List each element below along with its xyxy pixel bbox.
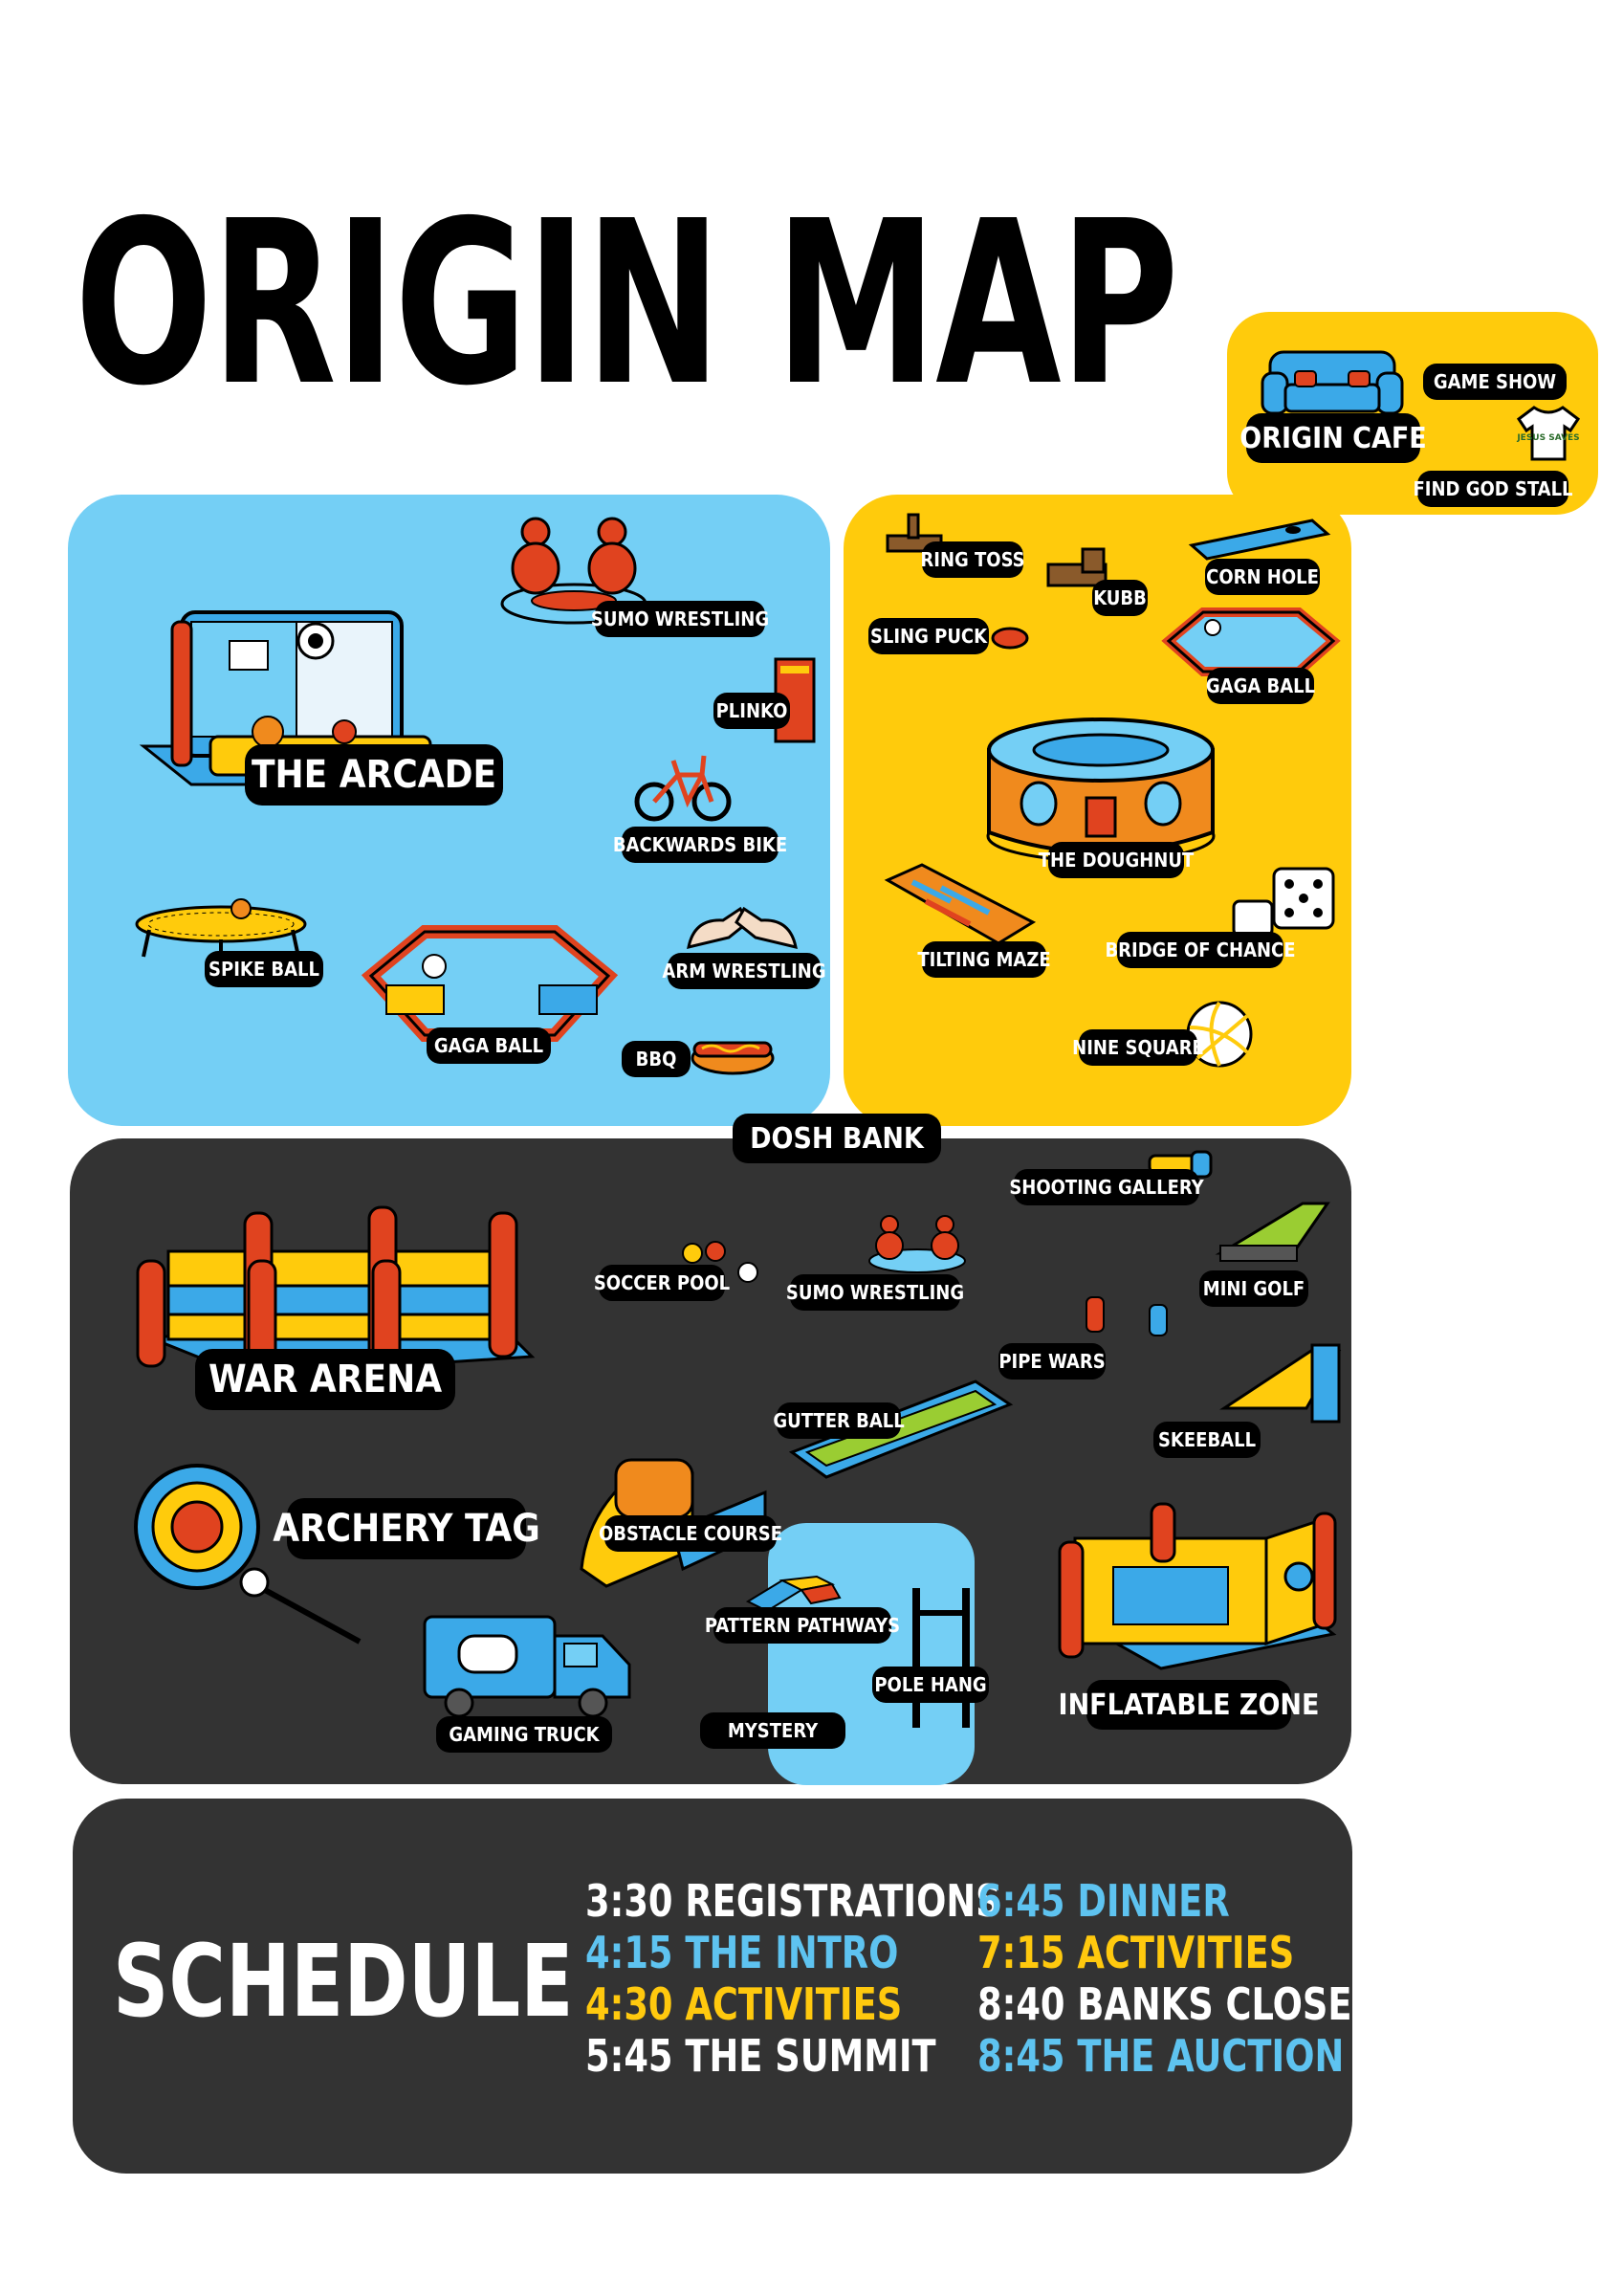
find-god-stall-label[interactable]: FIND GOD STALL — [1413, 471, 1573, 507]
pole-hang-label[interactable]: POLE HANG — [872, 1667, 989, 1703]
ring-toss-label[interactable]: RING TOSS — [920, 541, 1025, 578]
game-show-label[interactable]: GAME SHOW — [1423, 364, 1567, 400]
sling-puck-label[interactable]: SLING PUCK — [868, 618, 989, 654]
pipe-wars-label[interactable]: PIPE WARS — [998, 1343, 1106, 1380]
hotdog-icon — [691, 1041, 775, 1075]
dosh-bank-label[interactable]: DOSH BANK — [733, 1114, 941, 1163]
arm-wrestling-illustration — [687, 906, 798, 950]
schedule-item: 3:30 REGISTRATIONS — [585, 1875, 1001, 1927]
schedule-column-1: 3:30 REGISTRATIONS 4:15 THE INTRO 4:30 A… — [585, 1875, 1001, 2082]
kubb-illustration — [1046, 547, 1108, 587]
bridge-of-chance-label[interactable]: BRIDGE OF CHANCE — [1105, 932, 1296, 968]
arm-wrestling-label[interactable]: ARM WRESTLING — [662, 953, 826, 989]
schedule-item: 7:15 ACTIVITIES — [977, 1927, 1295, 1978]
schedule-item: 8:45 THE AUCTION — [977, 2030, 1345, 2082]
gaming-truck-illustration — [423, 1615, 631, 1718]
origin-cafe-label[interactable]: ORIGIN CAFE — [1239, 413, 1427, 463]
bbq-label[interactable]: BBQ — [622, 1041, 691, 1077]
schedule-item: 8:40 BANKS CLOSE — [977, 1978, 1352, 2030]
pattern-pathways-label[interactable]: PATTERN PATHWAYS — [705, 1607, 900, 1644]
sumo-wrestling-illustration — [500, 517, 647, 625]
kubb-label[interactable]: KUBB — [1092, 580, 1148, 616]
the-doughnut-label[interactable]: THE DOUGHNUT — [1039, 842, 1194, 878]
tshirt-icon: JESUS SAVES — [1516, 406, 1581, 461]
shooting-gallery-label[interactable]: SHOOTING GALLERY — [1009, 1169, 1204, 1205]
schedule-item: 6:45 DINNER — [977, 1875, 1230, 1927]
pole-hang-illustration — [912, 1588, 970, 1728]
gaga-ball-yellow-label[interactable]: GAGA BALL — [1206, 668, 1315, 704]
schedule-column-2: 6:45 DINNER 7:15 ACTIVITIES 8:40 BANKS C… — [977, 1875, 1352, 2082]
corn-hole-illustration — [1188, 519, 1331, 561]
tilting-maze-label[interactable]: TILTING MAZE — [917, 941, 1051, 978]
gutter-ball-illustration — [788, 1380, 1014, 1479]
war-arena-label[interactable]: WAR ARENA — [195, 1349, 455, 1410]
schedule-item: 4:15 THE INTRO — [585, 1927, 899, 1978]
archery-target-illustration — [134, 1464, 362, 1645]
schedule-panel — [73, 1799, 1352, 2174]
corn-hole-label[interactable]: CORN HOLE — [1205, 559, 1320, 595]
mystery-label[interactable]: MYSTERY — [700, 1712, 845, 1749]
mini-golf-illustration — [1215, 1202, 1330, 1262]
gutter-ball-label[interactable]: GUTTER BALL — [773, 1402, 905, 1439]
soccer-pool-label[interactable]: SOCCER POOL — [594, 1265, 730, 1301]
sofa-icon — [1261, 350, 1404, 415]
page-title: ORIGIN MAP — [75, 172, 1179, 435]
gaming-truck-label[interactable]: GAMING TRUCK — [436, 1716, 612, 1753]
dice-icon — [1232, 867, 1335, 938]
sumo-wrestling-dark-label[interactable]: SUMO WRESTLING — [786, 1274, 964, 1311]
schedule-item: 5:45 THE SUMMIT — [585, 2030, 936, 2082]
schedule-item: 4:30 ACTIVITIES — [585, 1978, 903, 2030]
pipe-wars-icon — [1086, 1296, 1168, 1336]
sumo-wrestling-illustration — [868, 1215, 966, 1273]
archery-tag-label[interactable]: ARCHERY TAG — [273, 1498, 540, 1559]
soccer-pool-balls-icon — [682, 1241, 758, 1283]
mini-golf-label[interactable]: MINI GOLF — [1199, 1270, 1308, 1307]
bike-illustration — [634, 755, 732, 822]
spike-ball-illustration — [135, 898, 307, 959]
schedule-title: SCHEDULE — [113, 1923, 574, 2040]
sling-puck-illustration — [991, 627, 1029, 650]
the-arcade-label[interactable]: THE ARCADE — [245, 744, 503, 806]
obstacle-course-label[interactable]: OBSTACLE COURSE — [599, 1515, 782, 1552]
gaga-pit-illustration — [361, 925, 619, 1042]
gaga-ball-blue-label[interactable]: GAGA BALL — [427, 1027, 551, 1064]
inflatable-zone-label[interactable]: INFLATABLE ZONE — [1059, 1680, 1319, 1730]
spike-ball-label[interactable]: SPIKE BALL — [205, 951, 323, 987]
inflatable-zone-illustration — [1058, 1502, 1337, 1670]
nine-square-label[interactable]: NINE SQUARE — [1072, 1029, 1204, 1066]
gaga-pit-illustration — [1161, 607, 1341, 676]
sumo-wrestling-label[interactable]: SUMO WRESTLING — [591, 601, 769, 637]
tilting-maze-illustration — [884, 863, 1037, 945]
backwards-bike-label[interactable]: BACKWARDS BIKE — [613, 827, 787, 863]
plinko-label[interactable]: PLINKO — [713, 693, 790, 729]
skeeball-illustration — [1219, 1343, 1342, 1424]
tshirt-print: JESUS SAVES — [1516, 433, 1579, 443]
skeeball-label[interactable]: SKEEBALL — [1153, 1422, 1261, 1458]
